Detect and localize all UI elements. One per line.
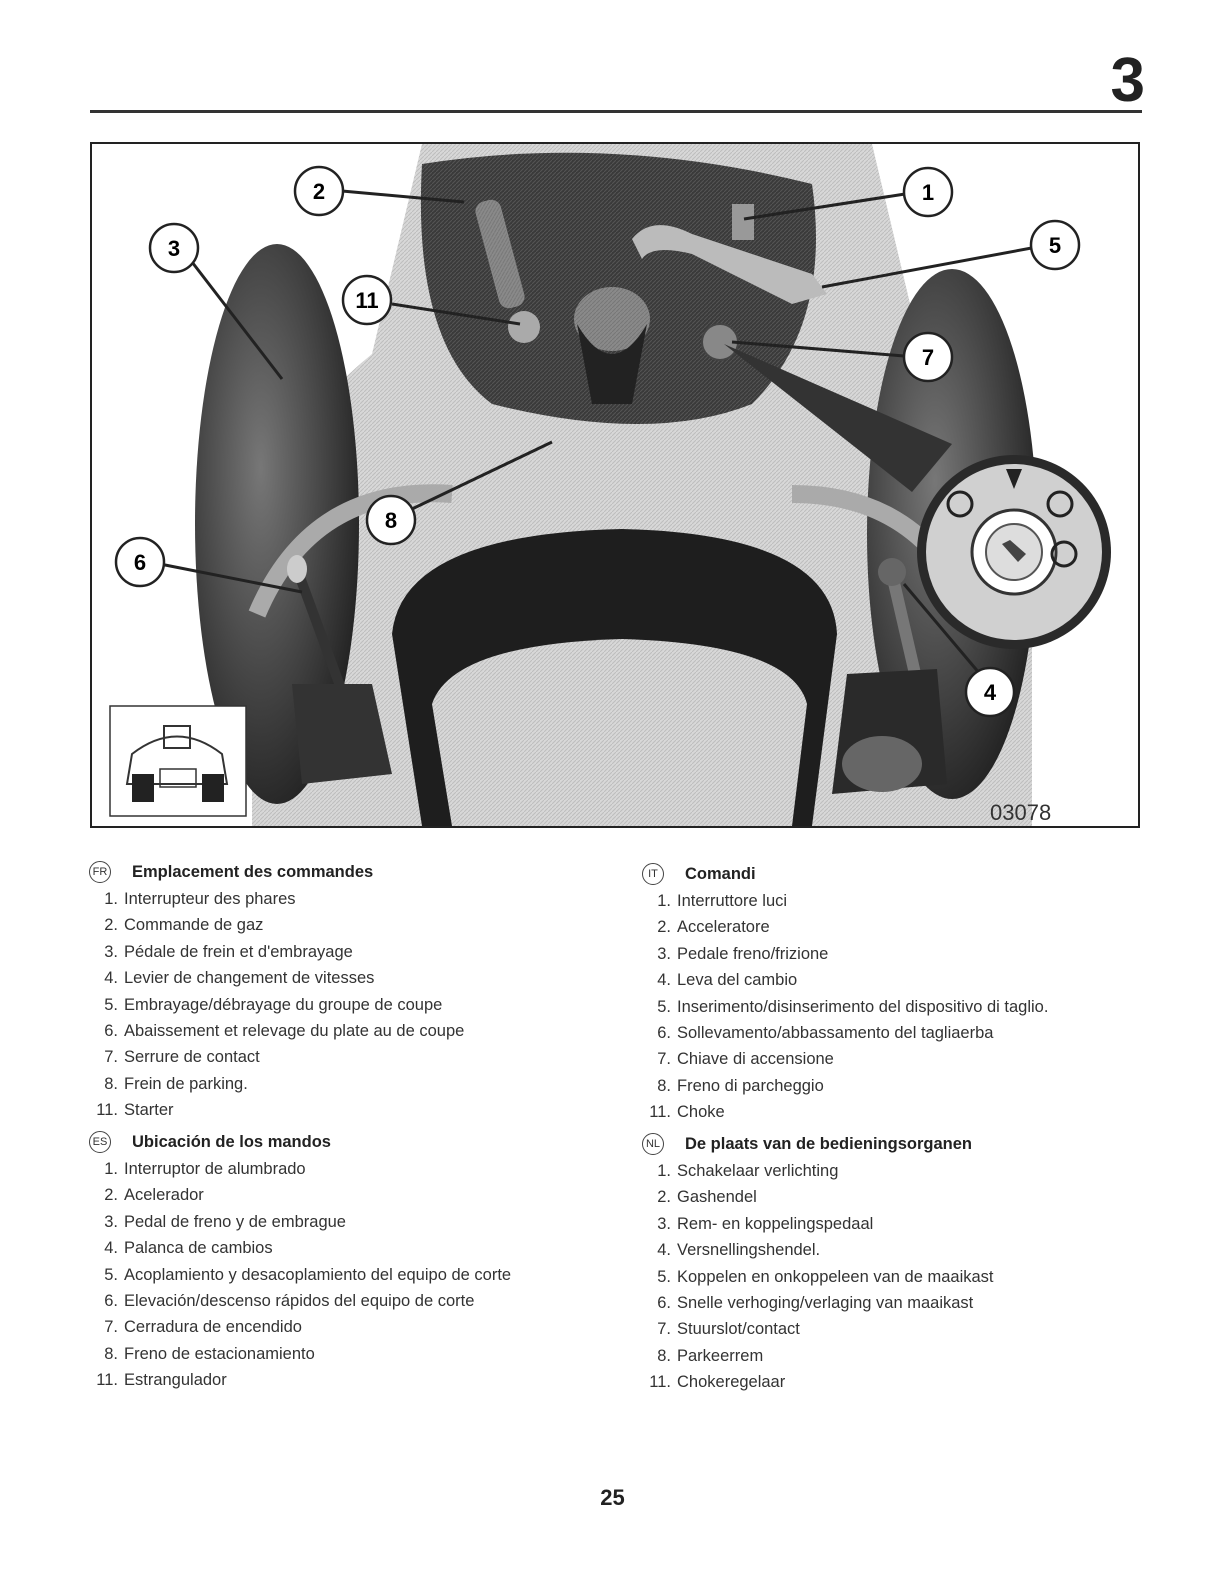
- list-item: 1.Schakelaar verlichting: [657, 1162, 839, 1180]
- section-es: ES Ubicación de los mandos 1.Interruptor…: [89, 1128, 511, 1394]
- list-item: 1.Interruttore luci: [657, 892, 788, 910]
- list-item: 8.Parkeerrem: [657, 1346, 764, 1365]
- list-item: 4.Levier de changement de vitesses: [104, 969, 375, 988]
- list-item: 5.Acoplamiento y desacoplamiento del equ…: [104, 1265, 512, 1284]
- item-list-nl: 1.Schakelaar verlichting 2.Gashendel 3.R…: [645, 1158, 994, 1396]
- list-item: 2.Gashendel: [657, 1188, 757, 1207]
- section-title-es: Ubicación de los mandos: [132, 1132, 331, 1151]
- header-rule: [90, 110, 1142, 113]
- list-item: 3.Pedale freno/frizione: [657, 944, 829, 963]
- list-item: 11.Starter: [96, 1101, 174, 1120]
- callout-4-label: 4: [984, 680, 997, 705]
- lang-badge-fr: FR: [89, 861, 111, 883]
- callout-3: 3: [148, 222, 200, 274]
- page-number: 25: [600, 1485, 625, 1510]
- callout-2: 2: [293, 165, 345, 217]
- list-item: 8.Freno de estacionamiento: [104, 1344, 315, 1363]
- list-item: 8.Freno di parcheggio: [657, 1076, 824, 1095]
- list-item: 7.Stuurslot/contact: [657, 1320, 800, 1339]
- list-item: 4.Versnellingshendel.: [657, 1241, 821, 1260]
- lang-badge-it: IT: [642, 863, 664, 885]
- item-list-es: 1.Interruptor de alumbrado 2.Acelerador …: [92, 1156, 511, 1394]
- tractor-controls-illustration: 2 1 3 11 5 7 8: [92, 144, 1138, 826]
- callout-4: 4: [964, 666, 1016, 718]
- list-item: 11.Estrangulador: [96, 1371, 227, 1390]
- lang-badge-es: ES: [89, 1131, 111, 1153]
- callout-7: 7: [902, 331, 954, 383]
- lang-badge-nl: NL: [642, 1133, 664, 1155]
- callout-8-label: 8: [385, 508, 397, 533]
- list-item: 6.Abaissement et relevage du plate au de…: [104, 1022, 465, 1041]
- list-item: 11.Chokeregelaar: [649, 1373, 786, 1392]
- list-item: 7.Chiave di accensione: [657, 1050, 834, 1069]
- list-item: 6.Elevación/descenso rápidos del equipo …: [104, 1292, 475, 1311]
- callout-11-label: 11: [355, 288, 378, 313]
- chapter-number: 3: [1110, 46, 1145, 115]
- list-item: 6.Sollevamento/abbassamento del tagliaer…: [657, 1024, 994, 1043]
- figure-code: 03078: [990, 800, 1051, 825]
- section-title-fr: Emplacement des commandes: [132, 862, 374, 881]
- list-item: 4.Leva del cambio: [657, 971, 798, 990]
- list-item: 5.Embrayage/débrayage du groupe de coupe: [104, 995, 443, 1014]
- left-tire: [195, 244, 359, 804]
- section-nl: NL De plaats van de bedieningsorganen 1.…: [642, 1130, 994, 1396]
- callout-3-label: 3: [168, 236, 180, 261]
- item-list-fr: 1.Interrupteur des phares 2.Commande de …: [92, 886, 464, 1124]
- list-item: 5.Koppelen en onkoppeleen van de maaikas…: [657, 1267, 994, 1286]
- list-item: 7.Cerradura de encendido: [104, 1318, 302, 1337]
- list-item: 8.Frein de parking.: [104, 1074, 248, 1093]
- callout-5: 5: [1029, 219, 1081, 271]
- list-item: 3.Pedal de freno y de embrague: [104, 1212, 346, 1231]
- section-title-nl: De plaats van de bedieningsorganen: [685, 1134, 972, 1153]
- callout-1-label: 1: [922, 180, 934, 205]
- list-item: 11.Choke: [649, 1103, 725, 1122]
- list-item: 7.Serrure de contact: [104, 1048, 260, 1067]
- callout-5-label: 5: [1049, 233, 1061, 258]
- callout-7-label: 7: [922, 345, 934, 370]
- callout-1: 1: [902, 166, 954, 218]
- section-fr: FR Emplacement des commandes 1.Interrupt…: [89, 858, 464, 1124]
- callout-8: 8: [365, 494, 417, 546]
- list-item: 2.Commande de gaz: [104, 916, 264, 935]
- section-title-it: Comandi: [685, 864, 756, 883]
- callout-2-label: 2: [313, 179, 325, 204]
- section-it: IT Comandi 1.Interruttore luci 2.Acceler…: [642, 860, 1048, 1126]
- list-item: 1.Interrupteur des phares: [104, 890, 296, 908]
- list-item: 3.Rem- en koppelingspedaal: [657, 1214, 874, 1233]
- list-item: 6.Snelle verhoging/verlaging van maaikas…: [657, 1294, 974, 1313]
- list-item: 4.Palanca de cambios: [104, 1239, 273, 1258]
- item-list-it: 1.Interruttore luci 2.Acceleratore 3.Ped…: [645, 888, 1048, 1126]
- callout-6-label: 6: [134, 550, 146, 575]
- callout-11: 11: [341, 274, 393, 326]
- controls-figure: 2 1 3 11 5 7 8: [90, 142, 1140, 828]
- list-item: 2.Acceleratore: [657, 918, 770, 937]
- list-item: 5.Inserimento/disinserimento del disposi…: [657, 997, 1049, 1016]
- callout-6: 6: [114, 536, 166, 588]
- list-item: 2.Acelerador: [104, 1186, 204, 1205]
- list-item: 1.Interruptor de alumbrado: [104, 1160, 306, 1178]
- list-item: 3.Pédale de frein et d'embrayage: [104, 942, 353, 961]
